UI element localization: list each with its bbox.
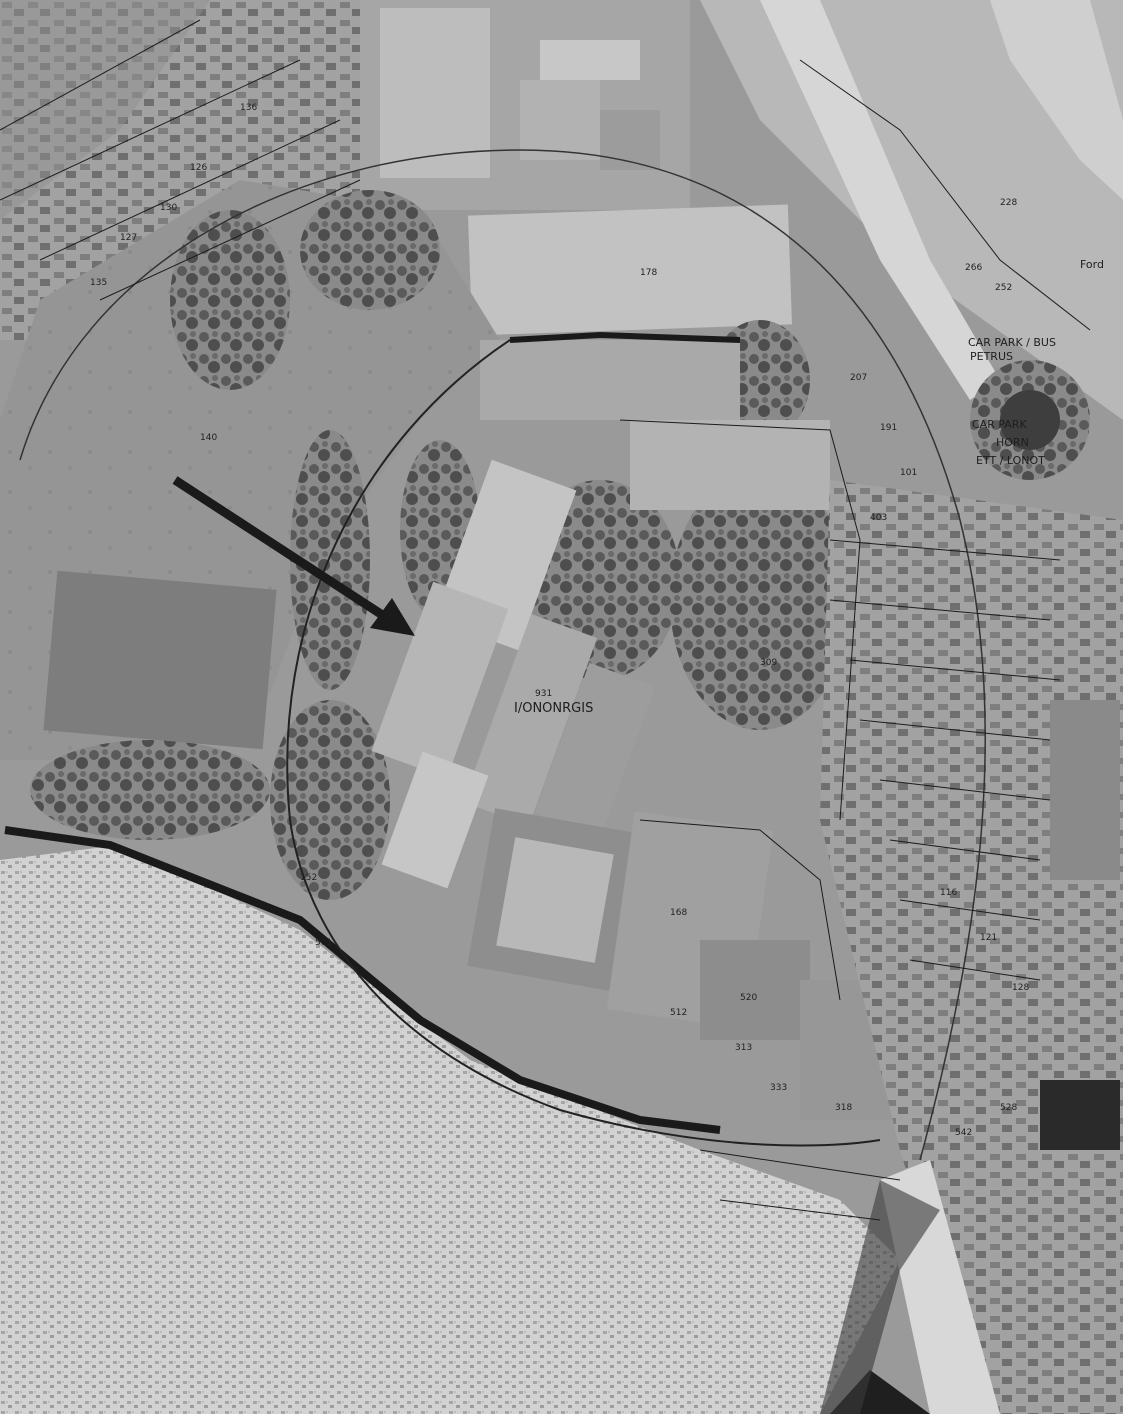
site-pointer-arrow-icon bbox=[172, 476, 415, 636]
parcel-number: 501 bbox=[315, 938, 332, 948]
parcel-lines bbox=[0, 19, 1091, 1221]
parcel-number: 135 bbox=[90, 278, 107, 288]
site-boundary-circle bbox=[286, 339, 881, 1147]
label-right-3: ETT / LONOT bbox=[976, 454, 1045, 467]
parcel-number: 520 bbox=[740, 993, 757, 1003]
river-and-road-northeast bbox=[700, 0, 1123, 480]
label-top-right-1: CAR PARK / BUS bbox=[968, 336, 1056, 349]
sports-field bbox=[468, 204, 792, 336]
parcel-number: 512 bbox=[670, 1008, 687, 1018]
parcel-number: 333 bbox=[770, 1083, 787, 1093]
parcel-number: 178 bbox=[640, 268, 657, 278]
parcel-number: 127 bbox=[120, 233, 137, 243]
parcel-number: 128 bbox=[1012, 983, 1029, 993]
parcel-number: 228 bbox=[1000, 198, 1017, 208]
parcel-number: 207 bbox=[850, 373, 867, 383]
residential-area-east bbox=[820, 480, 1123, 1414]
parcel-number: 318 bbox=[835, 1103, 852, 1113]
boundary-wall-north bbox=[509, 331, 741, 343]
parcel-number: 130 bbox=[160, 203, 177, 213]
buildings-north bbox=[360, 0, 690, 210]
parcel-number: 252 bbox=[995, 283, 1012, 293]
parcel-number: 116 bbox=[940, 888, 957, 898]
label-top-right-2: PETRUS bbox=[970, 350, 1013, 363]
sports-hall-west bbox=[43, 570, 277, 750]
road-south bbox=[820, 1160, 1000, 1414]
parcel-number: 266 bbox=[965, 263, 982, 273]
parcel-number: 542 bbox=[955, 1128, 972, 1138]
parcel-number: 121 bbox=[980, 933, 997, 943]
parcel-number: 313 bbox=[735, 1043, 752, 1053]
label-ford: Ford bbox=[1080, 258, 1104, 271]
parcel-number: 101 bbox=[900, 468, 917, 478]
boundary-road bbox=[4, 826, 721, 1134]
site-buildings bbox=[371, 340, 900, 1120]
cemetery bbox=[0, 845, 900, 1414]
parcel-number: 168 bbox=[670, 908, 687, 918]
parcel-number: 191 bbox=[880, 423, 897, 433]
label-right-1: CAR PARK bbox=[972, 418, 1027, 431]
site-parcel-number: 931 bbox=[535, 689, 552, 699]
parcel-number: 403 bbox=[870, 513, 887, 523]
parcel-number-labels: 127 130 135 126 136 140 178 152 501 168 318 520 333 1… bbox=[90, 103, 1029, 1138]
parcel-number: 136 bbox=[240, 103, 257, 113]
parcel-number: 140 bbox=[200, 433, 217, 443]
parcel-number: 126 bbox=[190, 163, 207, 173]
site-label: I/ONONRGIS bbox=[514, 701, 593, 716]
label-right-2: HORN bbox=[996, 436, 1029, 449]
site-boundary-outer bbox=[19, 149, 986, 1161]
parcel-number: 528 bbox=[1000, 1103, 1017, 1113]
parcel-number: 309 bbox=[760, 658, 777, 668]
parcel-number: 152 bbox=[300, 873, 317, 883]
